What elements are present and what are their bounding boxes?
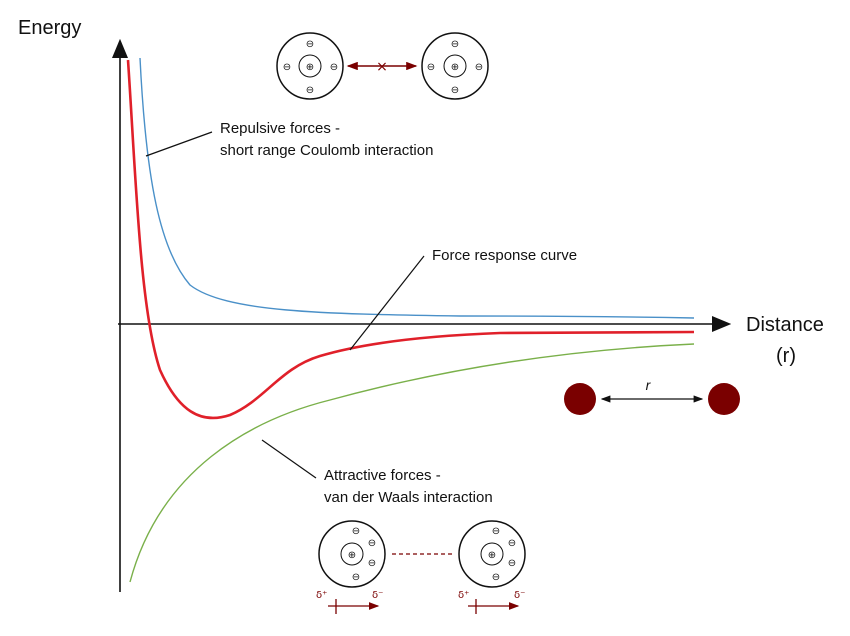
svg-text:⊖: ⊖ <box>283 62 291 73</box>
force-response-leader-line <box>349 255 425 351</box>
svg-text:⊖: ⊖ <box>451 85 459 96</box>
atom-top-right: ⊕ ⊖ ⊖ ⊖ ⊖ <box>421 32 489 100</box>
svg-text:⊖: ⊖ <box>475 62 483 73</box>
svg-text:⊖: ⊖ <box>368 558 376 569</box>
svg-text:⊕: ⊕ <box>348 550 356 561</box>
attractive-leader-line <box>261 439 317 479</box>
svg-text:δ⁺: δ⁺ <box>316 590 327 601</box>
svg-text:⊕: ⊕ <box>488 550 496 561</box>
svg-text:δ⁻: δ⁻ <box>372 590 383 601</box>
svg-text:⊖: ⊖ <box>508 558 516 569</box>
svg-text:δ⁺: δ⁺ <box>458 590 469 601</box>
repulsive-curve <box>139 57 695 319</box>
y-axis-label: Energy <box>18 17 81 39</box>
svg-text:⊖: ⊖ <box>508 538 516 549</box>
atom-bottom-left: ⊕ ⊖ ⊖ ⊖ ⊖ <box>318 520 386 588</box>
repulsive-leader-line <box>145 131 213 157</box>
particle-left <box>564 383 596 415</box>
force-response-label: Force response curve <box>432 247 577 264</box>
repulsive-label-line1: Repulsive forces - <box>220 120 340 137</box>
svg-text:δ⁻: δ⁻ <box>514 590 525 601</box>
svg-text:⊖: ⊖ <box>492 526 500 537</box>
svg-text:⊖: ⊖ <box>306 39 314 50</box>
svg-text:⊖: ⊖ <box>352 572 360 583</box>
svg-text:⊖: ⊖ <box>427 62 435 73</box>
force-response-curve <box>126 59 695 420</box>
attractive-curve <box>129 343 695 583</box>
particle-right <box>708 383 740 415</box>
atom-bottom-right: ⊕ ⊖ ⊖ ⊖ ⊖ <box>458 520 526 588</box>
atom-top-left: ⊕ ⊖ ⊖ ⊖ ⊖ <box>276 32 344 100</box>
attractive-label-line1: Attractive forces - <box>324 467 441 484</box>
attractive-label-line2: van der Waals interaction <box>324 489 493 506</box>
svg-text:⊖: ⊖ <box>368 538 376 549</box>
blocked-cross-icon: × <box>376 59 388 75</box>
svg-text:⊕: ⊕ <box>451 62 459 73</box>
svg-text:⊖: ⊖ <box>451 39 459 50</box>
dipole-arrow-left: δ⁺ δ⁻ <box>316 590 383 614</box>
svg-text:⊖: ⊖ <box>330 62 338 73</box>
dipole-arrow-right: δ⁺ δ⁻ <box>458 590 525 614</box>
repulsive-label-line2: short range Coulomb interaction <box>220 142 433 159</box>
svg-text:⊖: ⊖ <box>352 526 360 537</box>
svg-text:⊖: ⊖ <box>306 85 314 96</box>
x-axis-label: Distance <box>746 314 824 336</box>
x-axis-label-unit: (r) <box>776 345 796 367</box>
svg-text:⊖: ⊖ <box>492 572 500 583</box>
svg-text:⊕: ⊕ <box>306 62 314 73</box>
separation-r-label: r <box>646 377 652 393</box>
